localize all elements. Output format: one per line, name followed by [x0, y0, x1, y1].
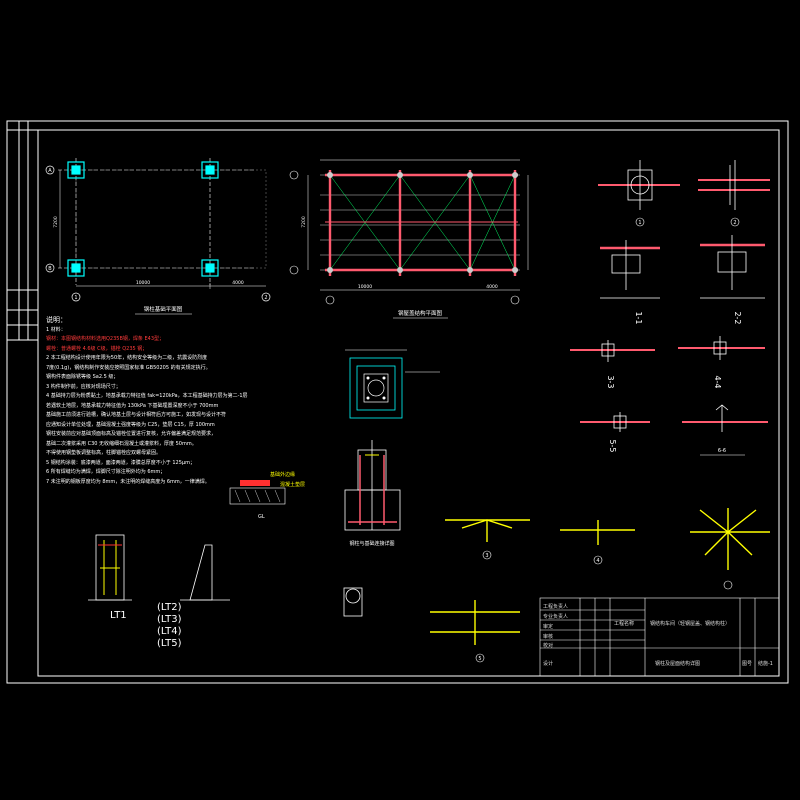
note-line: 不得使用钢垫板调整标高，柱脚锚栓应双螺母紧固。	[46, 450, 162, 456]
note-line: 应通知设计单位处理，基础混凝土强度等级为 C25，垫层 C15，厚 100mm	[46, 421, 215, 428]
axis-mark-1: 1	[74, 295, 77, 301]
connection-detail-6	[690, 508, 770, 570]
column-lt1-detail: LT1	[88, 534, 230, 621]
section-6-6-label: 6-6	[718, 448, 726, 454]
column-type-item: (LT5)	[157, 638, 182, 649]
circle-mark-1: 1	[638, 220, 641, 226]
note-line: 7 未注明的钢板厚度均为 8mm，未注明的焊缝高度为 6mm，一律满焊。	[46, 478, 210, 485]
title-block-row: 校对	[543, 643, 554, 649]
section-3-3: 3-3	[570, 340, 655, 389]
project-label: 工程名称	[614, 621, 635, 627]
note-line: 若遇软土地层，地基承载力特征值为 130kPa 下基础埋置深度不小于 700mm	[46, 402, 219, 409]
drawing-number: 结施-1	[758, 661, 773, 667]
column-type-item: (LT4)	[157, 626, 182, 637]
connection-detail-5	[430, 600, 520, 645]
title-block-row: 审核	[543, 634, 554, 640]
base-detail-label: 钢柱与基础连接详图	[349, 540, 394, 547]
circle-mark-3: 3	[485, 553, 488, 559]
yellow-note-2: 混凝土垫层	[280, 481, 305, 488]
framing-dim-end: 4000	[486, 284, 498, 290]
note-line: 5 钢结构涂装：底漆两道，面漆两道，漆膜总厚度不小于 125μm；	[46, 459, 195, 466]
circle-mark-5: 5	[478, 656, 481, 662]
title-block-row: 专业负责人	[543, 614, 569, 620]
section-1-1: 1-1	[600, 240, 660, 325]
note-line: 4 基础持力层为粉质黏土，地基承载力特征值 fak=120kPa，本工程基础持力…	[46, 393, 248, 399]
note-line: 2 本工程结构设计使用年限为50年，结构安全等级为二级，抗震设防烈度	[46, 355, 208, 361]
note-line: 钢材：本图钢结构材料选用Q235B钢，焊条 E43型；	[46, 336, 165, 342]
footing-elevation: 钢柱与基础连接详图	[344, 440, 401, 547]
title-block-row: 审定	[543, 624, 554, 630]
foundation-dim-end: 4000	[232, 280, 244, 286]
foundation-plan: A B 1 2 10000 4000 7200 钢柱基础平面图	[45, 158, 271, 315]
notes-heading: 说明：	[46, 316, 67, 324]
section-1-1-label: 1-1	[634, 311, 643, 324]
section-detail-1: 1	[598, 160, 680, 227]
framing-plan-title: 钢屋盖结构平面图	[398, 309, 443, 317]
note-line: 3 构件制作前，应核对现场尺寸；	[46, 383, 121, 390]
section-4-4-label: 4-4	[713, 375, 722, 388]
note-line: 钢构件表面除锈等级 Sa2.5 级；	[46, 374, 119, 380]
drawing-frame	[6, 120, 789, 684]
footing-pads	[67, 161, 219, 277]
section-2-2: 2-2	[700, 235, 765, 325]
roof-framing-plan: 10000 4000 7200 钢屋盖结构平面图	[289, 159, 529, 319]
note-line: 6 所有焊缝均为满焊，焊脚尺寸除注明外均为 6mm；	[46, 469, 166, 475]
gl-label: GL	[258, 514, 265, 520]
section-4-4: 4-4	[678, 336, 765, 389]
section-detail-2: 2	[698, 160, 770, 227]
note-line: 钢柱安装前应对基础顶面标高及锚栓位置进行复核，允许偏差满足规范要求，	[46, 431, 217, 437]
column-type-list: (LT2) (LT3) (LT4) (LT5)	[157, 602, 181, 650]
circle-mark-2: 2	[733, 220, 736, 226]
connection-detail-4	[560, 520, 635, 545]
section-3-3-label: 3-3	[606, 375, 615, 388]
section-6-6: 6-6	[682, 404, 768, 456]
section-5-5-label: 5-5	[608, 439, 617, 452]
column-label-lt1: LT1	[110, 610, 127, 621]
note-line: 基础二次灌浆采用 C30 无收缩细石混凝土或灌浆料，厚度 50mm。	[46, 440, 197, 447]
section-2-2-label: 2-2	[733, 311, 742, 324]
note-line: 1 材料：	[46, 326, 66, 333]
column-type-item: (LT3)	[157, 614, 182, 625]
drawing-label: 图号	[742, 661, 753, 667]
pile-detail	[343, 587, 363, 617]
title-block-row: 设计	[543, 661, 554, 667]
framing-dim-width: 7200	[301, 216, 307, 228]
framing-dim-length: 10000	[358, 284, 372, 290]
foundation-plan-title: 钢柱基础平面图	[144, 305, 183, 313]
note-line: 螺栓：普通螺栓 4.6级 C级，锚栓 Q235 钢；	[46, 345, 148, 352]
note-line: 基础施工前须进行验槽，确认地基土层与设计相符后方可施工，如发现与设计不符	[46, 412, 227, 418]
circle-mark-4: 4	[596, 558, 599, 564]
axis-mark-2: 2	[264, 295, 267, 301]
axis-mark-a: A	[48, 168, 52, 174]
section-5-5: 5-5	[580, 412, 650, 453]
project-name: 钢结构车间（轻钢屋盖、钢结构柱）	[650, 621, 731, 627]
axis-mark-b: B	[48, 266, 52, 272]
foundation-dim-width: 7200	[53, 216, 59, 228]
connection-detail-3	[445, 519, 530, 542]
foundation-dim-length: 10000	[136, 280, 150, 286]
general-notes: 说明： 1 材料： 钢材：本图钢结构材料选用Q235B钢，焊条 E43型； 螺栓…	[46, 316, 346, 487]
column-type-item: (LT2)	[157, 602, 182, 613]
title-block-row: 工程负责人	[543, 604, 569, 610]
note-line: 7度(0.1g)，钢结构制作安装应按照国家标准 GB50205 的有关规定执行。	[46, 364, 211, 371]
yellow-note-1: 基础外边缘	[270, 471, 295, 478]
drawing-name: 钢柱及屋面结构详图	[655, 661, 701, 667]
soil-callout: 基础外边缘 混凝土垫层 GL	[229, 471, 305, 520]
column-base-detail	[345, 349, 440, 419]
